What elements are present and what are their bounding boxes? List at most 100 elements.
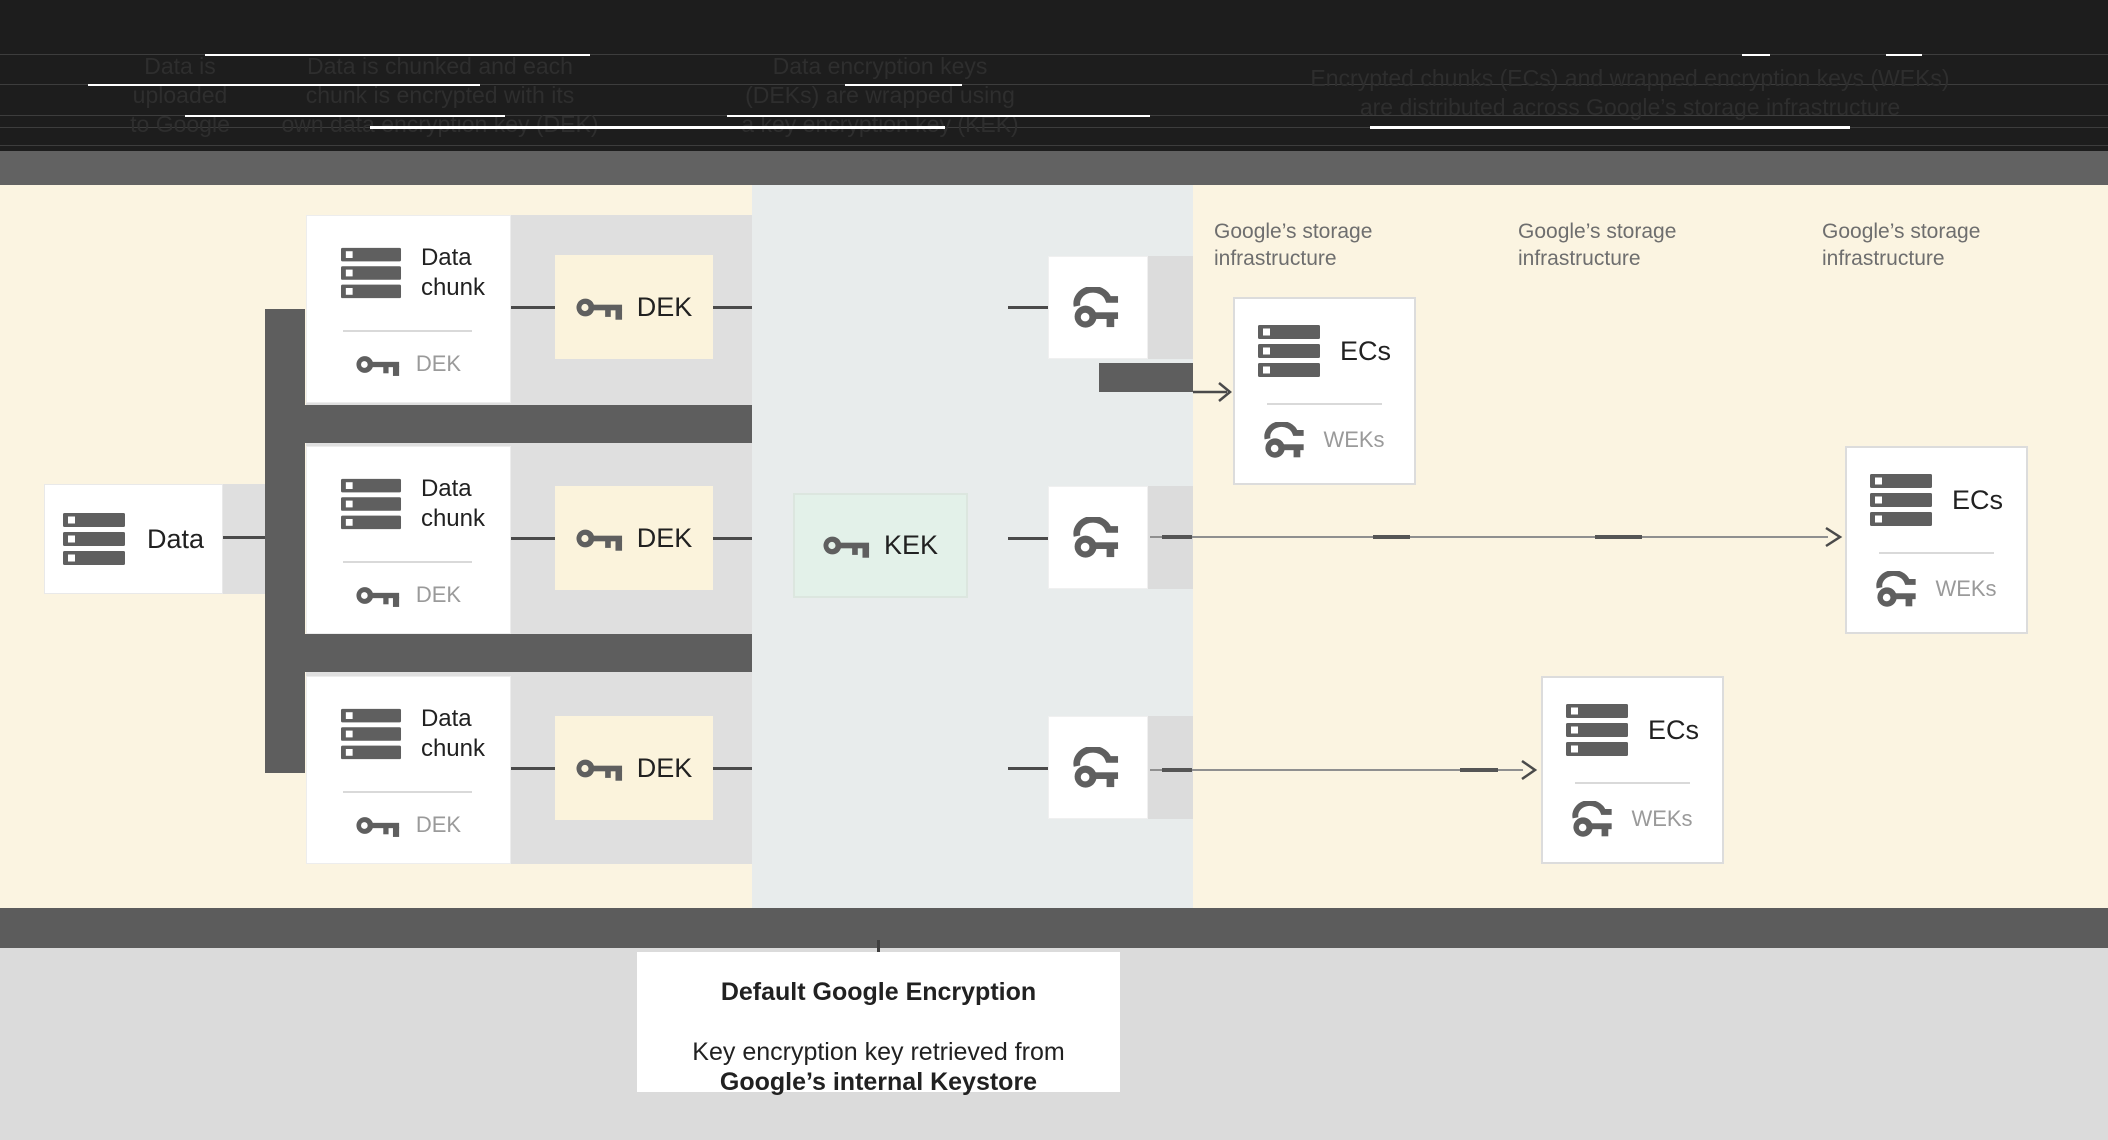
dek-box: DEK (555, 255, 713, 359)
header-divider (0, 84, 2108, 85)
row-separator-bar (265, 405, 752, 443)
ecs-label: ECs (1647, 714, 1699, 745)
caption-line-2: Google’s internal Keystore (719, 1068, 1038, 1096)
data-stack-icon (63, 513, 127, 565)
ec-feed-bar (1099, 363, 1193, 392)
dek-label: DEK (636, 752, 693, 783)
wrapped-key-box (1048, 256, 1148, 359)
header-divider (0, 54, 2108, 55)
kek-box: KEK (793, 493, 968, 598)
data-stack-icon (1870, 474, 1934, 526)
header-step-3-line: (DEKs) are wrapped using (745, 82, 1015, 108)
chunk-dek-label: DEK (415, 351, 462, 376)
dek-box: DEK (555, 486, 713, 590)
data-chunk-title: Data chunk (420, 475, 485, 532)
bottom-gray-bar (0, 908, 2108, 948)
wrapped-key-box (1048, 486, 1148, 589)
key-icon (576, 295, 623, 320)
caption-line-1: Key encryption key retrieved from (692, 1038, 1065, 1066)
connector-line (1008, 306, 1048, 309)
arrow-to-ecs (1150, 526, 1843, 548)
wrapped-key-icon (1876, 571, 1920, 608)
header-divider (0, 127, 2108, 128)
card-divider (343, 561, 472, 563)
header-step-4-line: Encrypted chunks (ECs) and wrapped encry… (1310, 65, 1950, 91)
key-box-band (1148, 256, 1193, 359)
header-streak (1370, 126, 1850, 129)
header-step-2-line: Data is chunked and each (307, 53, 573, 79)
chunk-dek-label: DEK (415, 812, 462, 837)
data-chunk-card: Data chunk DEK (306, 676, 511, 864)
key-icon (356, 353, 400, 376)
wrapped-key-icon (1073, 747, 1123, 789)
data-box: Data (44, 484, 223, 594)
wrapped-key-icon (1073, 517, 1123, 559)
data-stack-icon (341, 708, 403, 760)
arrow-to-ecs (1150, 759, 1538, 781)
ecs-card: ECs WEKs (1233, 297, 1416, 485)
data-chunk-title: Data chunk (420, 705, 485, 762)
chunk-dek-label: DEK (415, 582, 462, 607)
card-divider (343, 791, 472, 793)
header-step-1-line: uploaded (132, 82, 228, 108)
top-gray-bar (0, 151, 2108, 185)
connector-line (223, 536, 265, 539)
connector-line (511, 767, 555, 770)
data-stack-icon (341, 247, 403, 299)
header-step-1-line: Data is (144, 53, 216, 79)
header-step-1: Data is uploaded to Google (80, 52, 280, 139)
data-stack-icon (1566, 704, 1630, 756)
storage-infrastructure-label: Google’s storage infrastructure (1518, 220, 1677, 270)
data-stack-icon (341, 478, 403, 530)
header-step-2-line: chunk is encrypted with its (305, 82, 575, 108)
ecs-label: ECs (1951, 484, 2003, 515)
wrapped-key-box (1048, 716, 1148, 819)
fanout-trunk-bar (265, 309, 305, 773)
data-chunk-title: Data chunk (420, 244, 485, 301)
header-streak (1886, 54, 1922, 56)
wrapped-key-icon (1572, 801, 1616, 838)
key-icon (576, 756, 623, 781)
card-divider (1575, 782, 1690, 784)
kek-label: KEK (883, 530, 939, 560)
header-step-4: Encrypted chunks (ECs) and wrapped encry… (1300, 64, 1960, 122)
header-divider (0, 145, 2108, 146)
connector-line (713, 767, 752, 770)
kek-caption-connector (877, 940, 880, 954)
connector-line (713, 306, 752, 309)
header-streak (88, 84, 480, 86)
data-chunk-card: Data chunk DEK (306, 215, 511, 403)
key-icon (823, 533, 870, 558)
header-streak (1742, 54, 1770, 56)
card-divider (1879, 552, 1994, 554)
header-streak (185, 115, 505, 117)
ecs-card: ECs WEKs (1845, 446, 2028, 634)
storage-infrastructure-label: Google’s storage infrastructure (1214, 220, 1373, 270)
key-icon (576, 526, 623, 551)
key-icon (356, 814, 400, 837)
header-streak (205, 54, 590, 56)
data-chunk-card: Data chunk DEK (306, 446, 511, 634)
connector-line (511, 306, 555, 309)
data-box-band (223, 484, 265, 594)
wrapped-key-icon (1073, 287, 1123, 329)
header-streak (845, 84, 962, 86)
card-divider (343, 330, 472, 332)
dek-box: DEK (555, 716, 713, 820)
header-band: Data is uploaded to Google Data is chunk… (0, 0, 2108, 151)
weks-label: WEKs (1631, 806, 1693, 831)
card-divider (1267, 403, 1382, 405)
key-box-band (1148, 716, 1193, 819)
header-streak (727, 115, 1150, 117)
key-icon (356, 584, 400, 607)
connector-line (511, 537, 555, 540)
storage-infrastructure-label: Google’s storage infrastructure (1822, 220, 1981, 270)
ecs-label: ECs (1339, 335, 1391, 366)
dek-label: DEK (636, 291, 693, 322)
data-stack-icon (1258, 325, 1322, 377)
header-step-3-line: Data encryption keys (772, 53, 988, 79)
row-separator-bar (265, 634, 752, 672)
weks-label: WEKs (1323, 427, 1385, 452)
data-box-label: Data (146, 523, 205, 554)
